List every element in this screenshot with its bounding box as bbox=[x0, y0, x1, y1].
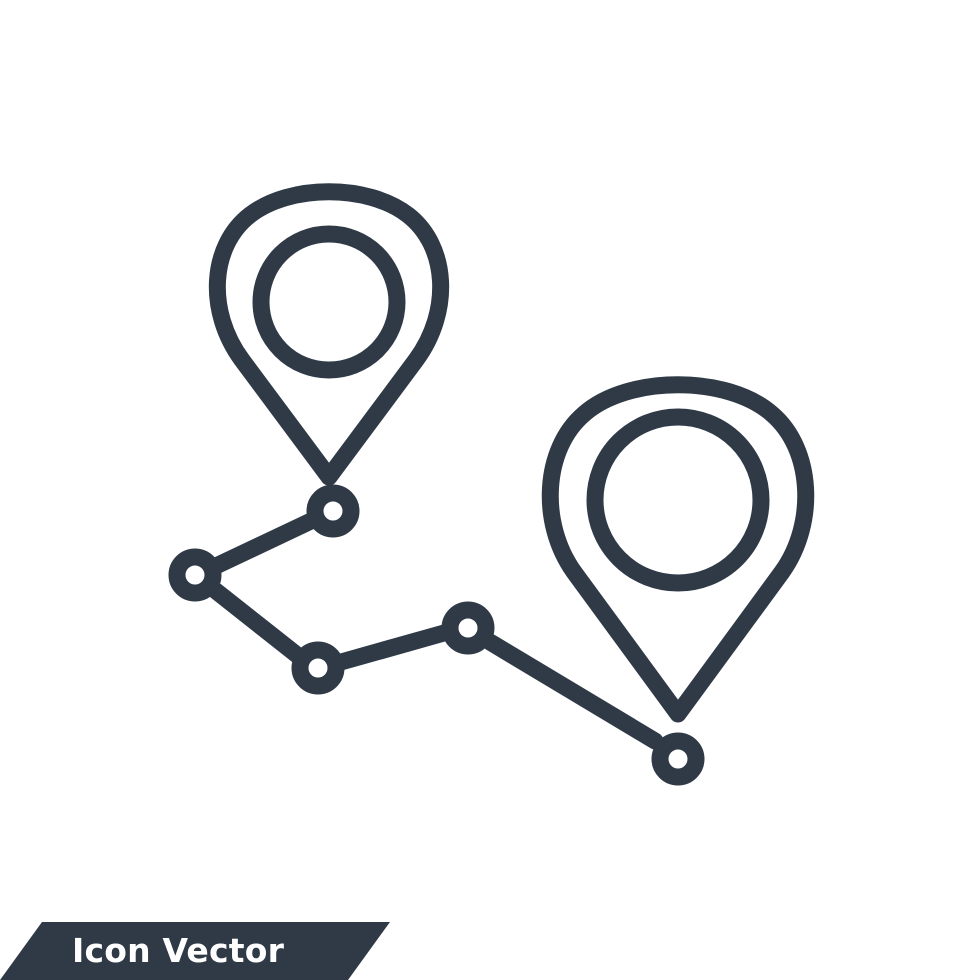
route-node-4 bbox=[441, 601, 495, 655]
right-pin-inner-circle bbox=[586, 408, 770, 592]
icon-vector-banner: Icon Vector bbox=[0, 922, 390, 980]
route-node-2 bbox=[168, 548, 222, 602]
route-node-1 bbox=[306, 484, 360, 538]
banner-label: Icon Vector bbox=[72, 931, 285, 970]
route-node-5 bbox=[651, 732, 705, 786]
route-path bbox=[207, 512, 664, 750]
right-pin-outline bbox=[541, 376, 815, 723]
left-pin-inner-circle bbox=[252, 225, 406, 379]
route-node-3 bbox=[291, 641, 345, 695]
banner-shape bbox=[0, 922, 390, 980]
left-pin-outline bbox=[208, 183, 450, 486]
